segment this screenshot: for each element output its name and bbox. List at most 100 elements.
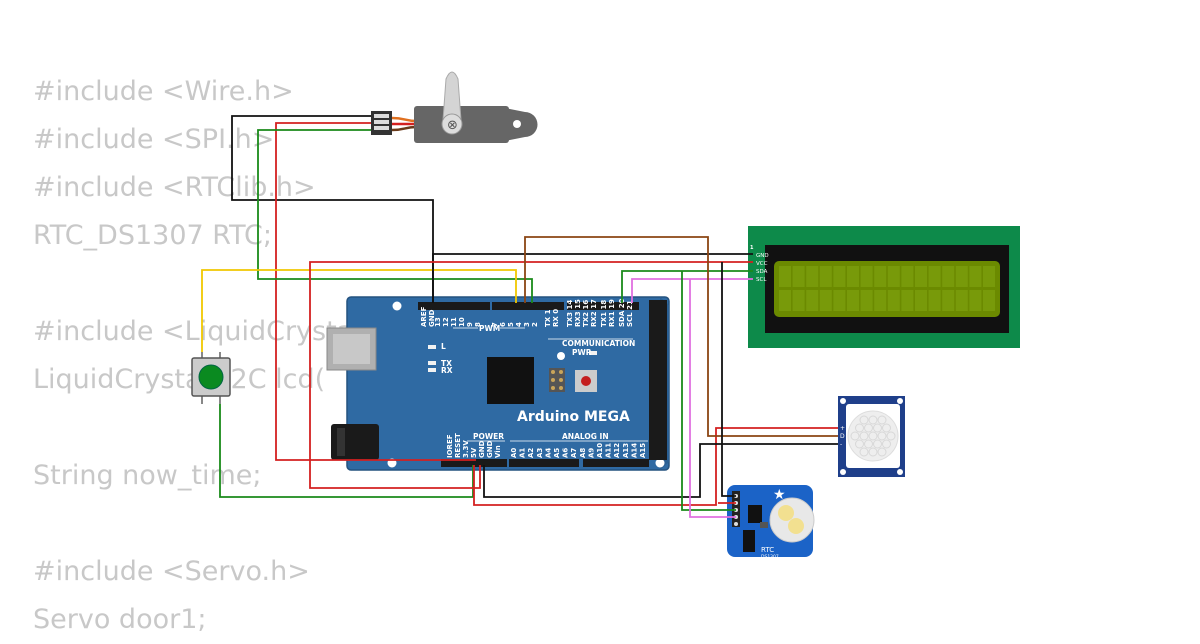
pin-label: A5 [553,448,561,458]
header-top-1 [418,302,490,310]
lens-cell [855,439,864,449]
pin-label: A3 [536,448,544,458]
lcd-cell [915,290,927,311]
lcd-cell [942,266,955,287]
lcd-pin-label: SCL [756,277,767,283]
pin-label: 4 [515,322,523,327]
wire-button-signal [201,269,517,352]
header-top-2 [492,302,564,310]
lcd-cell [833,290,846,311]
lens-cell [882,439,891,449]
lcd-cell [942,290,955,311]
rtc-label: RTC [761,546,774,554]
lens-cell [877,447,887,457]
pin-label: 9 [466,322,474,327]
servo-motor[interactable]: ⊗ [371,71,538,143]
code-line: #include <Servo.h> [33,556,310,587]
lens-cell [850,431,860,441]
header-top-3 [567,302,639,310]
lcd-cell [860,266,873,287]
pin-label: 6 [499,322,507,327]
wire-lcd-scl [631,278,753,303]
lcd-cell [874,266,887,287]
lcd-pin-label: VCC [756,261,768,267]
lcd-cell [874,290,887,311]
lcd-cell [955,290,968,311]
rtc-ds1307-module[interactable]: ★ RTC DS1307 [727,485,815,560]
lcd-pin-label: GND [756,253,769,259]
lcd-cell [806,290,819,311]
mount-hole [655,458,665,468]
pin-label: A12 [613,443,621,458]
lens-cell [886,431,896,441]
wire-lcd-gnd [432,253,753,303]
wire-pir-gnd [483,443,838,498]
pin-label: RX2 17 [590,299,598,327]
star-logo-icon: ★ [773,487,786,503]
circuit-diagram: L TX RX PWR PWM COMMUNICATION Arduino ME… [191,71,1020,560]
wires [201,115,838,518]
lens-cell [859,447,869,457]
pin-label: 12 [442,317,450,327]
lens-cell [855,423,864,433]
pin-label: GND [486,440,494,458]
pin-label: RX3 15 [574,299,582,327]
power-label: POWER [473,432,504,441]
pin-label: 5 [507,322,515,327]
rtc-sub: DS1307 [761,554,779,560]
lens-cell [868,415,878,425]
header-power [441,459,507,467]
code-line: #include <RTClib.h> [33,172,316,203]
lcd-cell [779,290,791,311]
pin-label: A8 [579,448,587,458]
pin-label: TX3 14 [566,300,574,327]
led-l-label: L [441,342,446,351]
push-button[interactable] [191,352,231,404]
arduino-mega-board[interactable]: L TX RX PWR PWM COMMUNICATION Arduino ME… [326,296,670,471]
pir-pin-labels: +D- [840,425,845,448]
pir-pin-label: - [840,441,842,448]
pin-label: 11 [450,317,458,327]
pir-pin-label: D [840,433,845,440]
pin-label: A6 [562,448,570,458]
lcd-character-grid [779,266,995,311]
lcd-cell [806,266,819,287]
lcd-cell [887,290,900,311]
pin-label: 5V [470,447,478,458]
lcd-i2c-display[interactable]: 1 GND VCC SDA SCL [748,226,1020,348]
pin-label: 3.3V [462,440,470,458]
pin-label: 13 [434,317,442,327]
header-analog-2 [583,459,649,467]
pin-label: A11 [605,443,613,458]
lcd-pin-label: SDA [756,269,768,275]
led-tx-label: TX [441,359,452,368]
header-analog-1 [509,459,579,467]
pin-label: A9 [587,448,595,458]
wire-rtc-gnd [721,262,736,497]
lcd-cell [860,290,873,311]
lens-cell [864,439,873,449]
lens-cell [877,431,887,441]
pin-label: A2 [527,448,535,458]
wire-rtc-scl [689,279,736,518]
pin-label: GND [428,309,436,327]
pin-label: 2 [531,322,539,327]
led-rx-label: RX [441,366,453,375]
wire-servo-gnd [231,115,434,303]
lens-cell [859,415,869,425]
lcd-cell [833,266,846,287]
lens-cell [868,447,878,457]
pin-label: A13 [622,443,630,458]
analog-label: ANALOG IN [562,432,609,441]
lcd-cell [983,266,995,287]
wire-servo-signal [257,129,533,303]
pin-label: A1 [519,448,527,458]
wire-rtc-sda [681,271,736,511]
pin-label: TX2 16 [582,300,590,327]
lcd-cell [819,290,832,311]
svg-text:1: 1 [750,245,754,251]
pir-motion-sensor[interactable]: +D- [838,396,905,477]
